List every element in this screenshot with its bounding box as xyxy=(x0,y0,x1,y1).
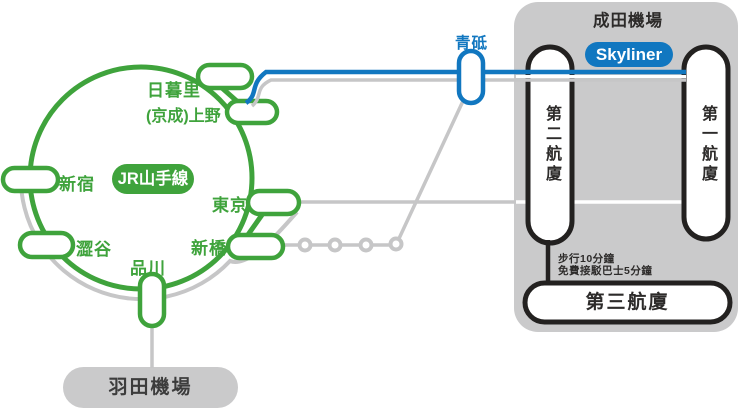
terminal1-pill xyxy=(681,44,731,242)
station-label-shinjuku: 新宿 xyxy=(59,175,95,194)
keisei-main-line xyxy=(250,78,686,108)
narita-airport-title: 成田機場 xyxy=(593,12,663,30)
terminal2-label: 第二航廈 xyxy=(543,105,560,185)
yamanote-line-badge xyxy=(112,164,194,194)
haneda-airport-title: 羽田機場 xyxy=(108,377,193,398)
station-pill-shimbashi xyxy=(225,232,286,261)
station-label-keisei-ueno: (京成)上野 xyxy=(146,108,221,125)
asakusa-line-stop-2 xyxy=(327,237,343,253)
haneda-airport-box xyxy=(63,367,238,408)
skyliner-label: Skyliner xyxy=(595,45,663,64)
terminal3-label: 第三航廈 xyxy=(585,292,670,313)
asakusa-line-stop-3 xyxy=(358,237,374,253)
station-pill-shibuya xyxy=(17,230,76,260)
station-pill-nippori xyxy=(195,62,255,91)
station-label-shibuya: 澀谷 xyxy=(76,240,112,259)
station-label-tokyo: 東京 xyxy=(212,196,248,215)
asakusa-line-stop-4 xyxy=(388,236,404,252)
asakusa-line xyxy=(283,100,465,247)
station-label-shimbashi: 新橋 xyxy=(191,239,227,258)
station-label-nippori: 日暮里 xyxy=(147,81,201,100)
station-pill-aoto xyxy=(456,48,486,106)
transfer-note-line2: 免費接駁巴士5分鐘 xyxy=(558,265,653,277)
station-pill-tokyo xyxy=(245,188,302,217)
asakusa-line-stop-1 xyxy=(297,237,313,253)
station-pill-shinjuku xyxy=(0,165,61,194)
terminal1-label: 第一航廈 xyxy=(699,105,716,185)
station-pill-keisei-ueno xyxy=(224,98,280,126)
station-pill-shinagawa xyxy=(137,271,167,329)
skyliner-line xyxy=(244,69,686,105)
skyliner-badge xyxy=(585,42,673,67)
terminal3-pill xyxy=(522,280,733,325)
yamanote-line-label: JR山手線 xyxy=(117,170,189,188)
transfer-note-line1: 步行10分鐘 xyxy=(558,253,615,265)
station-label-aoto: 青砥 xyxy=(455,35,489,52)
station-label-shinagawa: 品川 xyxy=(130,259,166,278)
